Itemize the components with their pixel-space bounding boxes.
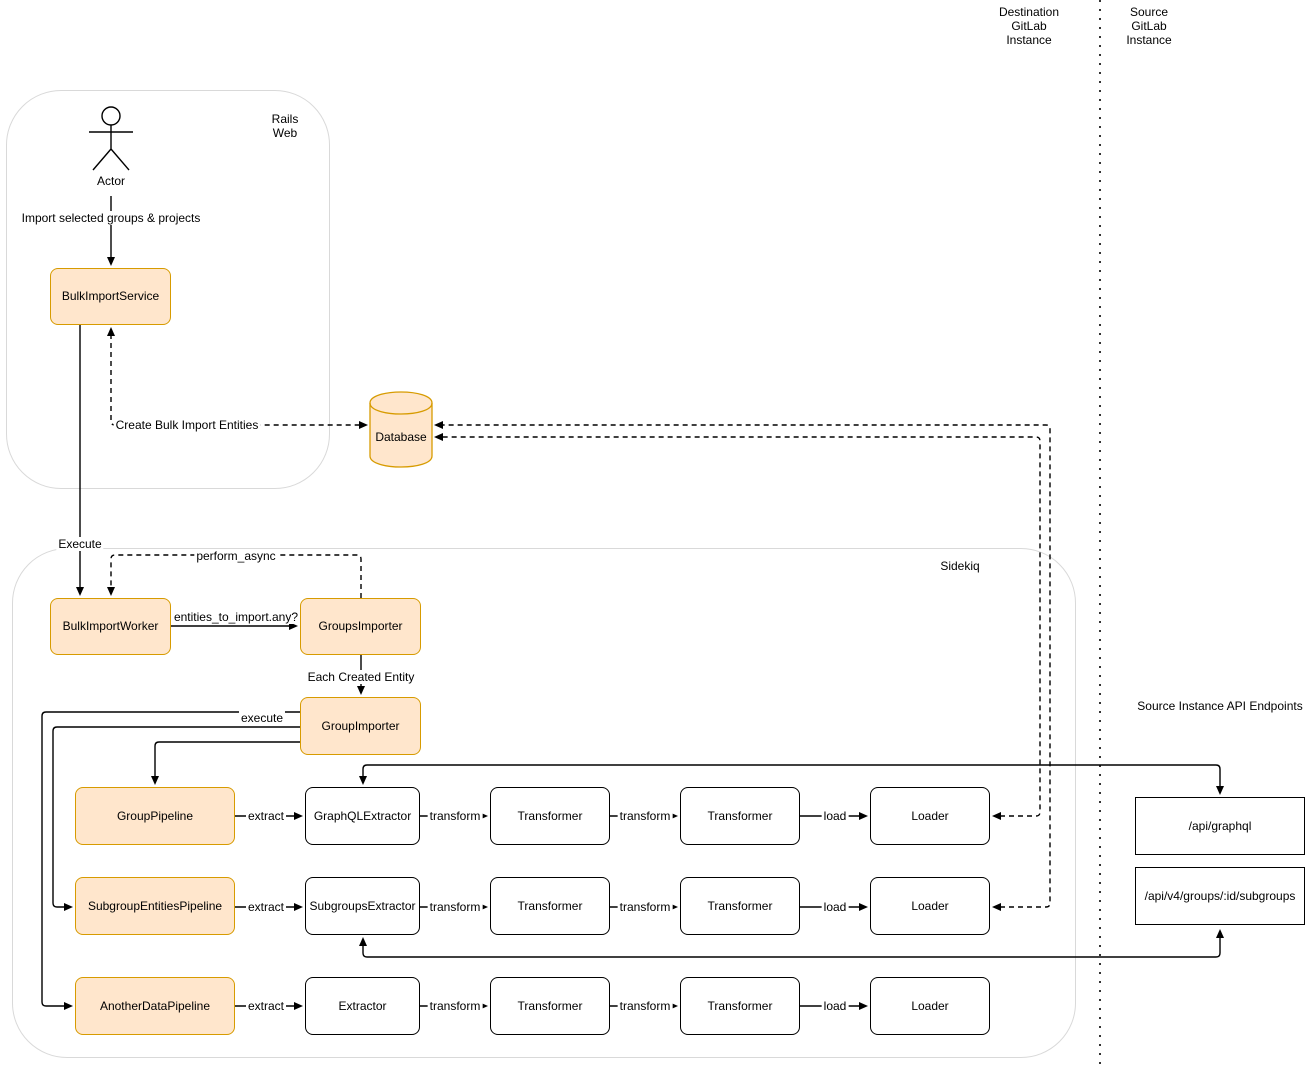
edge-label-transform1-row1: transform [427, 809, 483, 823]
node-subgroups-extractor: SubgroupsExtractor [305, 877, 420, 935]
node-groups-importer: GroupsImporter [300, 598, 421, 655]
sidekiq-label: Sidekiq [940, 559, 980, 573]
node-row3-loader: Loader [870, 977, 990, 1035]
rails-web-label: Rails Web [271, 112, 299, 141]
edge-label-transform2-row3: transform [617, 999, 673, 1013]
node-row1-transformer1: Transformer [490, 787, 610, 845]
edge-label-each-created-entity: Each Created Entity [305, 670, 417, 684]
edge-label-transform1-row2: transform [427, 900, 483, 914]
edge-label-extract-row1: extract [245, 809, 287, 823]
edge-subgroups-endpoint [359, 929, 1224, 958]
node-api-subgroups: /api/v4/groups/:id/subgroups [1135, 867, 1305, 925]
edge-label-perform-async: perform_async [194, 549, 278, 563]
edge-label-import-selected: Import selected groups & projects [19, 211, 203, 225]
node-row1-loader: Loader [870, 787, 990, 845]
edge-importer-anotherpipeline [41, 711, 300, 1010]
edge-label-extract-row2: extract [245, 900, 287, 914]
node-subgroup-entities-pipeline: SubgroupEntitiesPipeline [75, 877, 235, 935]
sidekiq-container [12, 548, 1076, 1058]
edge-loader1-database [434, 433, 1041, 820]
node-extractor: Extractor [305, 977, 420, 1035]
edge-label-load-row2: load [821, 900, 849, 914]
actor-icon [89, 106, 133, 171]
edge-label-entities-any: entities_to_import.any? [171, 610, 301, 624]
edge-importer-grouppipeline [151, 741, 300, 785]
edge-label-execute-pipeline: execute [238, 711, 286, 725]
edge-label-load-row3: load [821, 999, 849, 1013]
node-row2-transformer2: Transformer [680, 877, 800, 935]
node-another-data-pipeline: AnotherDataPipeline [75, 977, 235, 1035]
edge-importer-subgrouppipeline [52, 726, 300, 911]
edge-label-transform2-row2: transform [617, 900, 673, 914]
edge-label-execute: Execute [56, 537, 104, 551]
edge-label-create-entities: Create Bulk Import Entities [113, 418, 261, 432]
node-group-pipeline: GroupPipeline [75, 787, 235, 845]
actor-label: Actor [96, 174, 125, 188]
edge-entities-any [171, 622, 298, 630]
node-bulk-import-service: BulkImportService [50, 268, 171, 325]
api-endpoints-title: Source Instance API Endpoints [1137, 699, 1303, 713]
node-row2-loader: Loader [870, 877, 990, 935]
edge-loader2-database [434, 421, 1051, 911]
node-graphql-extractor: GraphQLExtractor [305, 787, 420, 845]
rails-web-container [6, 90, 330, 489]
destination-instance-label: Destination GitLab Instance [998, 5, 1060, 48]
node-group-importer: GroupImporter [300, 697, 421, 755]
node-row3-transformer2: Transformer [680, 977, 800, 1035]
node-row2-transformer1: Transformer [490, 877, 610, 935]
source-instance-label: Source GitLab Instance [1126, 5, 1172, 48]
edge-create-entities [107, 327, 368, 429]
edge-actor-to-service [107, 196, 115, 266]
node-api-graphql: /api/graphql [1135, 797, 1305, 855]
edge-label-extract-row3: extract [245, 999, 287, 1013]
edge-label-transform2-row1: transform [617, 809, 673, 823]
node-row1-transformer2: Transformer [680, 787, 800, 845]
node-bulk-import-worker: BulkImportWorker [50, 598, 171, 655]
edge-graphql-endpoint [359, 764, 1224, 795]
edge-execute [76, 325, 84, 596]
node-database-label: Database [375, 430, 427, 444]
edge-label-transform1-row3: transform [427, 999, 483, 1013]
database-cylinder-icon [369, 391, 433, 468]
edge-label-load-row1: load [821, 809, 849, 823]
node-row3-transformer1: Transformer [490, 977, 610, 1035]
